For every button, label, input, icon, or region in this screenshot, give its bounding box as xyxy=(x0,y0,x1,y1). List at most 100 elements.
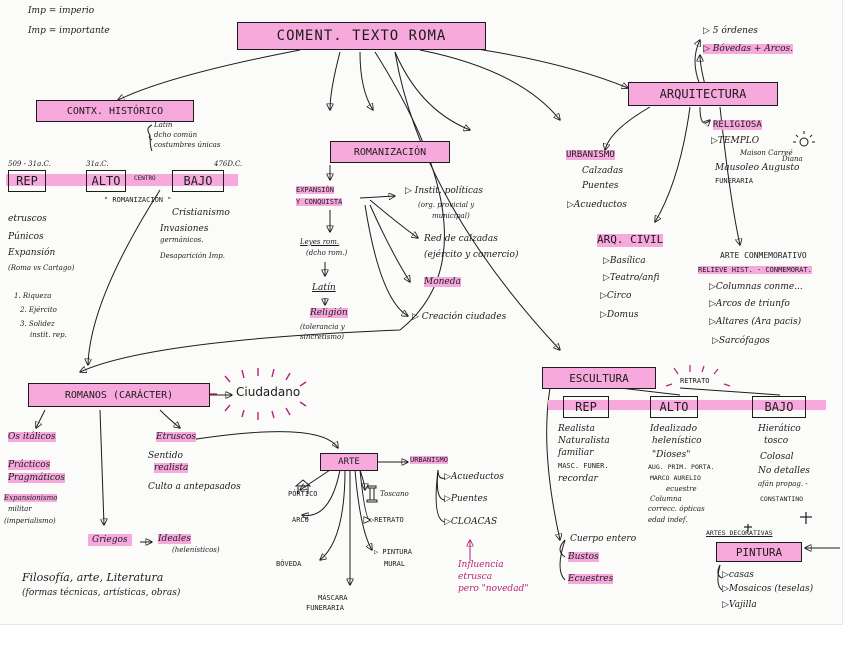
pintura-box: PINTURA xyxy=(716,542,802,562)
romanizacion-quote: " ROMANIZACIÓN " xyxy=(104,196,172,204)
arq-cinco-ordenes: ▷ 5 órdenes xyxy=(703,26,758,36)
arte-novedad: pero "novedad" xyxy=(458,584,529,594)
periods-highlight xyxy=(6,174,238,186)
date-alto: 31a.C. xyxy=(86,160,109,168)
arte-arco: ARCO xyxy=(292,516,309,524)
alto-item-2: "Dioses" xyxy=(652,450,691,460)
mind-map-sheet: Imp = imperio Imp = importante COMENT. T… xyxy=(0,0,843,625)
bajo-item-2: Colosal xyxy=(760,452,794,462)
altares-item: ▷Altares (Ara pacis) xyxy=(709,317,802,327)
religiosa-label: RELIGIOSA xyxy=(713,120,762,131)
arte-box: ARTE xyxy=(320,453,378,471)
romanizacion-box: ROMANIZACIÓN xyxy=(330,141,450,163)
rz-red: Red de calzadas xyxy=(424,234,498,244)
rm-italicos: Os itálicos xyxy=(8,432,56,443)
rm-culto: Culto a antepasados xyxy=(148,482,241,492)
arte-acueductos: ▷Acueductos xyxy=(444,472,504,482)
ctx-costumbres: costumbres únicas xyxy=(154,141,221,149)
rz-sincretismo: sincretismo) xyxy=(300,333,344,341)
maison-carree: Maison Carreé xyxy=(740,149,793,157)
ctx-dcho: dcho común xyxy=(154,131,198,139)
esc-rep-box: REP xyxy=(563,396,609,418)
templo-item: ▷TEMPLO xyxy=(711,136,760,146)
ctx-etruscos: etruscos xyxy=(8,214,47,224)
arte-retrato: ▷RETRATO xyxy=(370,516,404,524)
diana-label: Diana xyxy=(782,155,803,163)
funeraria-arq: FUNERARIA xyxy=(715,177,753,185)
teatro-item: ▷Teatro/anfi xyxy=(603,273,660,283)
arcos-triunfo-item: ▷Arcos de triunfo xyxy=(709,299,790,309)
arq-bovedas-arcos: ▷ Bóvedas + Arcos. xyxy=(703,44,793,55)
mausoleo-item: Mausoleo Augusto xyxy=(715,163,800,173)
arquitectura-box: ARQUITECTURA xyxy=(628,82,778,106)
rz-creacion: ▷ Creación ciudades xyxy=(412,312,507,322)
arte-funeraria: FUNERARIA xyxy=(306,604,344,612)
acueductos-arq: ▷Acueductos xyxy=(567,200,627,210)
esc-alto-box: ALTO xyxy=(650,396,698,418)
artes-decorativas-label: ARTES DECORATIVAS xyxy=(706,529,773,537)
arte-influencia: Influencia xyxy=(458,560,504,570)
bajo-item-3: No detalles xyxy=(758,466,810,476)
alto-item-0: Idealizado xyxy=(650,424,698,434)
circo-item: ▷Circo xyxy=(600,291,632,301)
relieve-hist-label: RELIEVE HIST. - CONMEMORAT. xyxy=(698,266,812,275)
alto-item-5: ecuestre xyxy=(666,485,697,493)
alto-item-8: edad indef. xyxy=(648,516,688,524)
ctx-cristianismo: Cristianismo xyxy=(172,208,230,218)
rm-practicos: Prácticos xyxy=(8,460,51,471)
pintura-vajilla: ▷Vajilla xyxy=(722,600,757,610)
arte-urbanismo: URBANISMO xyxy=(410,456,448,465)
rm-sentido: Sentido xyxy=(148,451,183,461)
rz-moneda: Moneda xyxy=(424,277,461,288)
esc-cuerpo-entero: Cuerpo entero xyxy=(570,534,637,544)
ctx-expansion: Expansión xyxy=(8,248,56,258)
arte-conmemorativo-label: ARTE CONMEMORATIVO xyxy=(720,251,807,260)
alto-item-3: AUG. PRIM. PORTA. xyxy=(648,463,715,471)
arte-toscano: Toscano xyxy=(380,490,409,498)
rep-item-3: MASC. FUNER. xyxy=(558,462,609,470)
romanos-caracter-box: ROMANOS (CARÁCTER) xyxy=(28,383,210,407)
ctx-desaparicion: Desaparición Imp. xyxy=(160,252,225,260)
urbanismo-arq: URBANISMO xyxy=(566,150,615,161)
rz-dcho: (dcho rom.) xyxy=(306,249,348,257)
date-bajo: 476D.C. xyxy=(214,160,243,168)
bajo-item-0: Hierático xyxy=(758,424,801,434)
domus-item: ▷Domus xyxy=(600,310,639,320)
arq-civil-label: ARQ. CIVIL xyxy=(597,233,664,247)
arte-pintura: ▷ PINTURA xyxy=(374,548,412,556)
ctx-riqueza: 1. Riqueza xyxy=(14,292,52,300)
rz-tolerancia: (tolerancia y xyxy=(300,323,345,331)
pintura-mosaicos: ▷Mosaicos (teselas) xyxy=(722,584,814,594)
ctx-instit: instit. rep. xyxy=(30,331,67,339)
legend-importante: Imp = importante xyxy=(28,26,110,36)
main-title: COMENT. TEXTO ROMA xyxy=(237,22,486,50)
rm-imperialismo: (imperialismo) xyxy=(4,517,56,525)
rm-realista: realista xyxy=(154,463,189,474)
rm-helenisticos: (helenísticos) xyxy=(172,546,220,554)
ctx-germanicos: germánicos. xyxy=(160,236,204,244)
period-alto-box: ALTO xyxy=(86,170,126,192)
rm-ideales: Ideales xyxy=(158,534,191,545)
rep-item-2: familiar xyxy=(558,448,594,458)
alto-item-1: helenístico xyxy=(652,436,702,446)
ctx-roma-vs: (Roma vs Cartago) xyxy=(8,264,75,272)
calzadas-item: Calzadas xyxy=(582,166,623,176)
rm-formas: (formas técnicas, artísticas, obras) xyxy=(22,588,181,598)
arte-etrusca: etrusca xyxy=(458,572,493,582)
rep-item-0: Realista xyxy=(558,424,595,434)
ctx-punicos: Púnicos xyxy=(8,232,44,242)
bajo-item-4: afán propag. - xyxy=(758,480,808,488)
rm-etruscos: Etruscos xyxy=(156,432,196,443)
escultura-box: ESCULTURA xyxy=(542,367,656,389)
rz-instit: ▷ Instit. políticas xyxy=(405,186,484,196)
pintura-casas: ▷casas xyxy=(722,570,754,580)
rm-militar: militar xyxy=(8,505,32,513)
rz-ejercito: (ejército y comercio) xyxy=(424,250,519,260)
esc-bustos: Bustos xyxy=(568,552,599,563)
rz-org: (org. provicial y xyxy=(418,201,475,209)
columnas-item: ▷Columnas conme... xyxy=(709,282,803,292)
alto-item-6: Columna xyxy=(650,495,682,503)
bajo-item-5: CONSTANTINO xyxy=(760,495,804,503)
rz-leyes: Leyes rom. xyxy=(300,238,340,246)
esc-ecuestres: Ecuestres xyxy=(568,574,614,585)
